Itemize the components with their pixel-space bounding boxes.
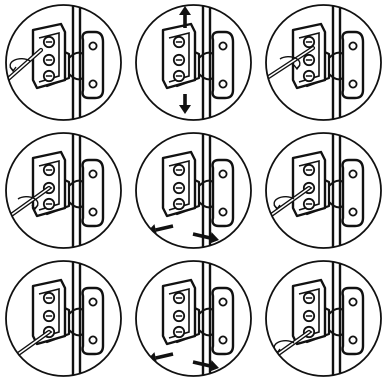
bracket-hole-upper-icon <box>219 42 226 49</box>
bracket-hole-upper-icon <box>219 170 226 177</box>
hinge <box>33 6 103 119</box>
p6-drawing <box>263 130 384 251</box>
hinge <box>163 134 233 247</box>
panel-5 <box>133 130 254 251</box>
bracket-hole-lower-icon <box>219 208 226 215</box>
panel-2 <box>133 2 254 123</box>
hinge <box>163 6 233 119</box>
hinge <box>293 262 363 375</box>
p7-drawing <box>3 258 124 379</box>
panel-7 <box>3 258 124 379</box>
arrow-right-icon <box>193 362 210 366</box>
bracket-hole-lower-icon <box>349 336 356 343</box>
p8-drawing <box>133 258 254 379</box>
arrow-up-icon-head <box>179 6 191 15</box>
bracket-hole-upper-icon <box>89 298 96 305</box>
panel-8 <box>133 258 254 379</box>
bracket-hole-lower-icon <box>349 208 356 215</box>
arrow-left-icon <box>156 354 173 358</box>
arrow-down-icon-head <box>179 105 191 114</box>
p9-drawing <box>263 258 384 379</box>
panel-4 <box>3 130 124 251</box>
hinge <box>33 262 103 375</box>
hinge <box>163 262 233 375</box>
p5-drawing <box>133 130 254 251</box>
bracket-hole-upper-icon <box>89 170 96 177</box>
panel-content <box>147 262 233 375</box>
panel-content <box>163 6 233 119</box>
panel-content <box>147 134 233 247</box>
bracket-hole-lower-icon <box>89 336 96 343</box>
p1-drawing <box>3 2 124 123</box>
bracket-hole-upper-icon <box>89 42 96 49</box>
hinge <box>293 6 363 119</box>
bracket-hole-upper-icon <box>349 42 356 49</box>
bracket-hole-lower-icon <box>89 80 96 87</box>
panel-6 <box>263 130 384 251</box>
panel-3 <box>263 2 384 123</box>
arrow-left-icon <box>156 226 173 230</box>
bracket-hole-upper-icon <box>349 298 356 305</box>
bracket-hole-lower-icon <box>219 336 226 343</box>
bracket-hole-lower-icon <box>349 80 356 87</box>
p3-drawing <box>263 2 384 123</box>
bracket-hole-lower-icon <box>219 80 226 87</box>
bracket-hole-upper-icon <box>349 170 356 177</box>
bracket-hole-lower-icon <box>89 208 96 215</box>
p4-drawing <box>3 130 124 251</box>
p2-drawing <box>133 2 254 123</box>
panel-9 <box>263 258 384 379</box>
panel-1 <box>3 2 124 123</box>
arrow-right-icon <box>193 234 210 238</box>
bracket-hole-upper-icon <box>219 298 226 305</box>
